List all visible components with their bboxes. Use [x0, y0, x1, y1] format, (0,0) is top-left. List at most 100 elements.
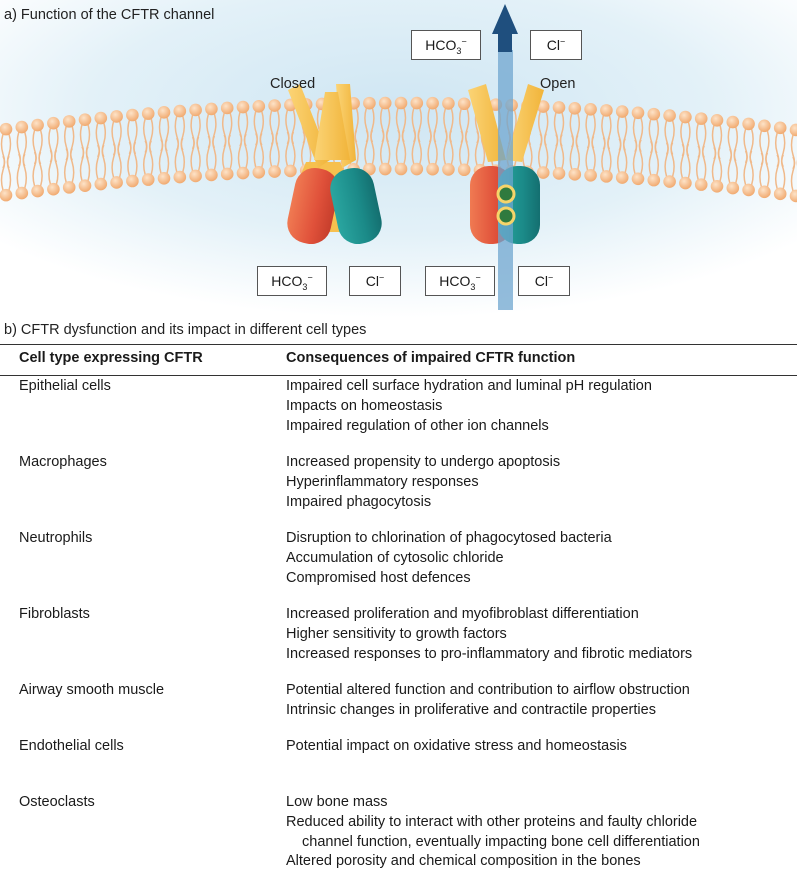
lipid-tail [733, 148, 739, 184]
lipid-head [189, 103, 202, 117]
consequence-line: Potential impact on oxidative stress and… [286, 738, 627, 754]
lipid-tail [164, 138, 170, 174]
lipid-tail [142, 140, 148, 175]
lipid-tail [616, 138, 622, 173]
lipid-tail [701, 145, 707, 180]
consequence-line: Low bone mass [286, 794, 388, 810]
lipid-tail [16, 153, 22, 189]
cell-type-label: Epithelial cells [19, 378, 111, 394]
lipid-tail [370, 129, 375, 165]
lipid-tail [6, 155, 12, 191]
lipid-tail [385, 129, 391, 165]
lipid-tail [695, 145, 701, 180]
lipid-tail [790, 156, 796, 192]
lipid-tail [243, 133, 249, 169]
lipid-head [726, 115, 740, 129]
lipid-head [615, 105, 629, 118]
lipid-head [442, 163, 455, 176]
lipid-tail [717, 146, 723, 182]
lipid-head [457, 97, 471, 111]
lipid-head [173, 170, 187, 184]
consequence-line: Altered porosity and chemical compositio… [286, 853, 641, 870]
lipid-head [552, 101, 566, 114]
lipid-head [378, 96, 392, 110]
cell-type-label: Endothelial cells [19, 738, 124, 754]
lipid-head [694, 112, 708, 125]
lipid-tail [449, 130, 454, 165]
lipid-tail [32, 151, 37, 187]
lipid-tail [648, 140, 654, 176]
lipid-tail [654, 140, 660, 176]
lipid-tail [127, 141, 132, 177]
lipid-bilayer [0, 96, 797, 203]
section-b-title: b) CFTR dysfunction and its impact in di… [4, 322, 367, 338]
lipid-tail [395, 129, 401, 165]
lipid-head [647, 173, 661, 187]
lipid-head [157, 172, 171, 185]
lipid-head [62, 115, 76, 128]
lipid-head [552, 167, 566, 180]
lipid-tail [354, 129, 359, 165]
ion-in-pore [496, 206, 516, 226]
lipid-tail [743, 150, 748, 186]
lipid-tail [95, 144, 101, 180]
lipid-tail [569, 134, 575, 170]
open-label: Open [540, 76, 576, 92]
lipid-head [615, 171, 629, 184]
cell-type-label: Fibroblasts [19, 606, 90, 622]
open-cftr-channel [468, 4, 544, 310]
lipid-tail [269, 132, 274, 167]
ion-box-closed-chloride: Cl− [349, 266, 401, 296]
lipid-head [426, 162, 439, 176]
consequence-line: Potential altered function and contribut… [286, 682, 690, 698]
lipid-tail [607, 137, 612, 172]
lipid-head [536, 100, 550, 113]
ion-box-open-chloride: Cl− [518, 266, 570, 296]
lipid-head [363, 96, 376, 110]
lipid-tail [63, 148, 69, 183]
lipid-tail [364, 129, 369, 165]
lipid-tail [101, 144, 107, 180]
lipid-tail [458, 130, 464, 165]
lipid-head [252, 99, 266, 113]
lipid-tail [711, 146, 717, 182]
lipid-tail [427, 129, 432, 165]
lipid-head [631, 172, 645, 186]
lipid-tail [227, 134, 233, 170]
lipid-head [710, 180, 724, 193]
lipid-head [31, 118, 44, 132]
lipid-head [126, 108, 139, 122]
lipid-head [647, 107, 661, 121]
lipid-tail [212, 135, 217, 171]
lipid-head [378, 162, 392, 176]
lipid-tail [117, 143, 122, 178]
lipid-head [600, 170, 613, 183]
consequences-list: Disruption to chlorination of phagocytos… [286, 529, 797, 588]
lipid-head [663, 175, 676, 188]
lipid-head [394, 96, 408, 110]
lipid-head [141, 173, 155, 186]
lipid-tail [291, 131, 296, 167]
background-glow [0, 0, 797, 318]
table-header: Cell type expressing CFTR Consequences o… [0, 345, 797, 376]
lipid-tail [300, 131, 306, 166]
lipid-tail [553, 134, 559, 169]
lipid-tail [543, 133, 549, 168]
consequences-list: Increased propensity to undergo apoptosi… [286, 453, 797, 512]
lipid-head [410, 162, 424, 176]
lipid-head [600, 104, 613, 117]
lipid-head [568, 168, 582, 181]
lipid-tail [601, 137, 606, 172]
lipid-tail [664, 142, 669, 177]
cftr-proteins [287, 4, 544, 310]
lipid-head [126, 174, 139, 188]
lipid-head [110, 110, 123, 123]
lipid-head [15, 120, 29, 134]
lipid-head [94, 177, 108, 191]
lipid-tail [622, 138, 628, 173]
